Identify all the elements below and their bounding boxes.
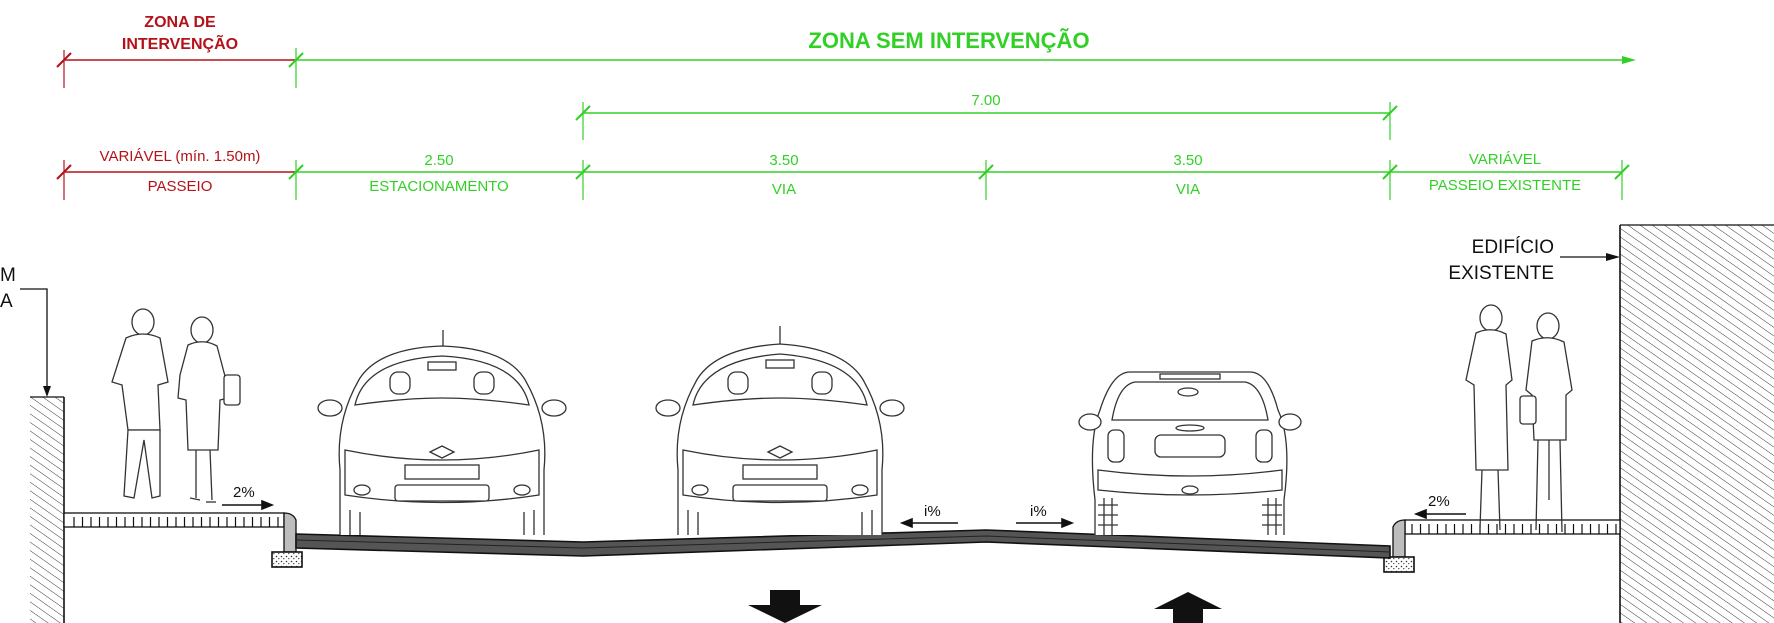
arrow-down-icon	[748, 590, 822, 623]
building-left-label-line1: M	[0, 265, 16, 286]
building-right-label-line1: EDIFÍCIO	[1472, 237, 1554, 258]
segment-via1-value: 3.50	[769, 152, 798, 169]
segment-estacionamento-name: ESTACIONAMENTO	[369, 178, 508, 195]
overall-dimension-value: 7.00	[971, 92, 1000, 109]
slope-lane-2: i%	[924, 503, 941, 520]
zone-dimension-lines	[56, 48, 1636, 88]
slope-sidewalk-right: 2%	[1428, 493, 1450, 510]
segment-estacionamento-value: 2.50	[424, 152, 453, 169]
zone-intervention-label-line2: INTERVENÇÃO	[122, 33, 238, 53]
overall-dimension-line	[575, 102, 1398, 140]
building-right	[1560, 224, 1774, 623]
sidewalk-left	[63, 512, 303, 568]
sidewalk-right	[1383, 519, 1621, 573]
car-rear-right-icon	[1078, 371, 1302, 535]
segment-via1-name: VIA	[772, 181, 796, 198]
car-front-left-icon	[317, 330, 567, 535]
segment-via2-name: VIA	[1176, 181, 1200, 198]
segment-passeio-existente-name: PASSEIO EXISTENTE	[1429, 177, 1581, 194]
building-left	[20, 288, 65, 623]
arrow-up-icon	[1154, 592, 1222, 623]
building-right-label-line2: EXISTENTE	[1448, 263, 1554, 284]
building-left-label-line2: A	[0, 291, 13, 312]
pedestrian-couple-left-icon	[111, 308, 241, 503]
slope-sidewalk-left: 2%	[233, 484, 255, 501]
slope-lane-3: i%	[1030, 503, 1047, 520]
zone-intervention-label-line1: ZONA DE	[144, 14, 216, 31]
segment-passeio-value: VARIÁVEL (mín. 1.50m)	[100, 148, 261, 165]
segment-dimension-line	[56, 160, 1630, 200]
road-surface	[295, 529, 1391, 559]
car-front-center-icon	[655, 326, 905, 535]
segment-passeio-name: PASSEIO	[148, 178, 213, 195]
segment-via2-value: 3.50	[1173, 152, 1202, 169]
segment-passeio-existente-value: VARIÁVEL	[1469, 151, 1541, 168]
pedestrian-couple-right-icon	[1465, 304, 1573, 533]
zone-no-intervention-label: ZONA SEM INTERVENÇÃO	[808, 28, 1089, 53]
